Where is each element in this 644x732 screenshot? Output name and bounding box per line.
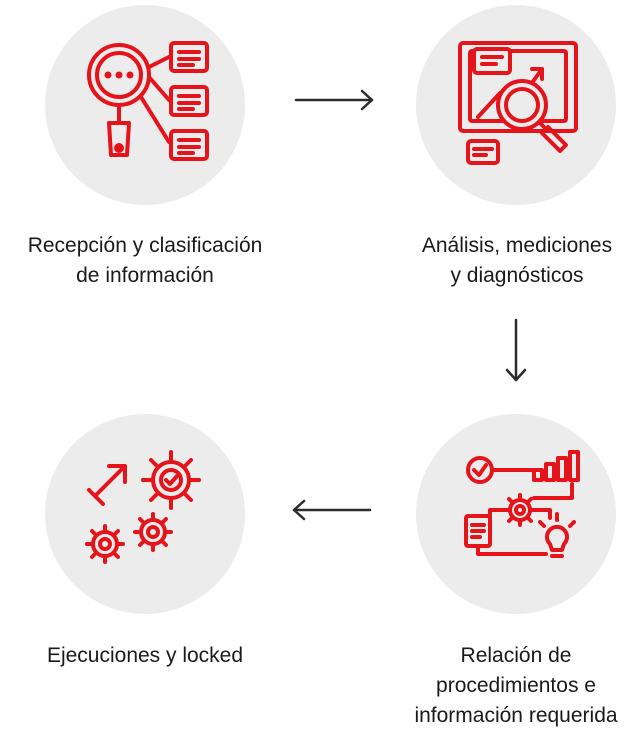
step-3-label-line-1: Relación de — [460, 644, 572, 667]
step-2-label: Análisis, mediciones y diagnósticos — [390, 231, 644, 291]
step-1-circle — [45, 5, 245, 205]
gears-execution-icon — [85, 450, 201, 564]
arrow-right — [294, 88, 376, 112]
step-3-label-line-2: procedimientos e — [436, 674, 596, 697]
step-1-label: Recepción y clasificación de información — [0, 231, 290, 291]
step-1-label-line-1: Recepción y clasificación — [27, 234, 263, 257]
step-3-label: Relación de procedimientos e información… — [388, 641, 644, 731]
step-4-label: Ejecuciones y locked — [0, 641, 290, 671]
step-3-circle — [416, 414, 616, 614]
step-3-label-line-3: información requerida — [414, 704, 618, 727]
arrow-left — [290, 498, 374, 522]
step-2-circle — [416, 5, 616, 205]
analysis-chart-magnifier-icon — [458, 41, 578, 165]
step-4-label-line-1: Ejecuciones y locked — [46, 644, 244, 667]
step-2-label-line-1: Análisis, mediciones — [421, 234, 613, 257]
step-4-circle — [45, 414, 245, 614]
process-flow-icon — [464, 450, 580, 558]
step-1-label-line-2: de información — [76, 264, 214, 287]
arrow-down — [504, 318, 528, 384]
step-2-label-line-2: y diagnósticos — [450, 264, 584, 287]
search-documents-icon — [87, 41, 209, 161]
